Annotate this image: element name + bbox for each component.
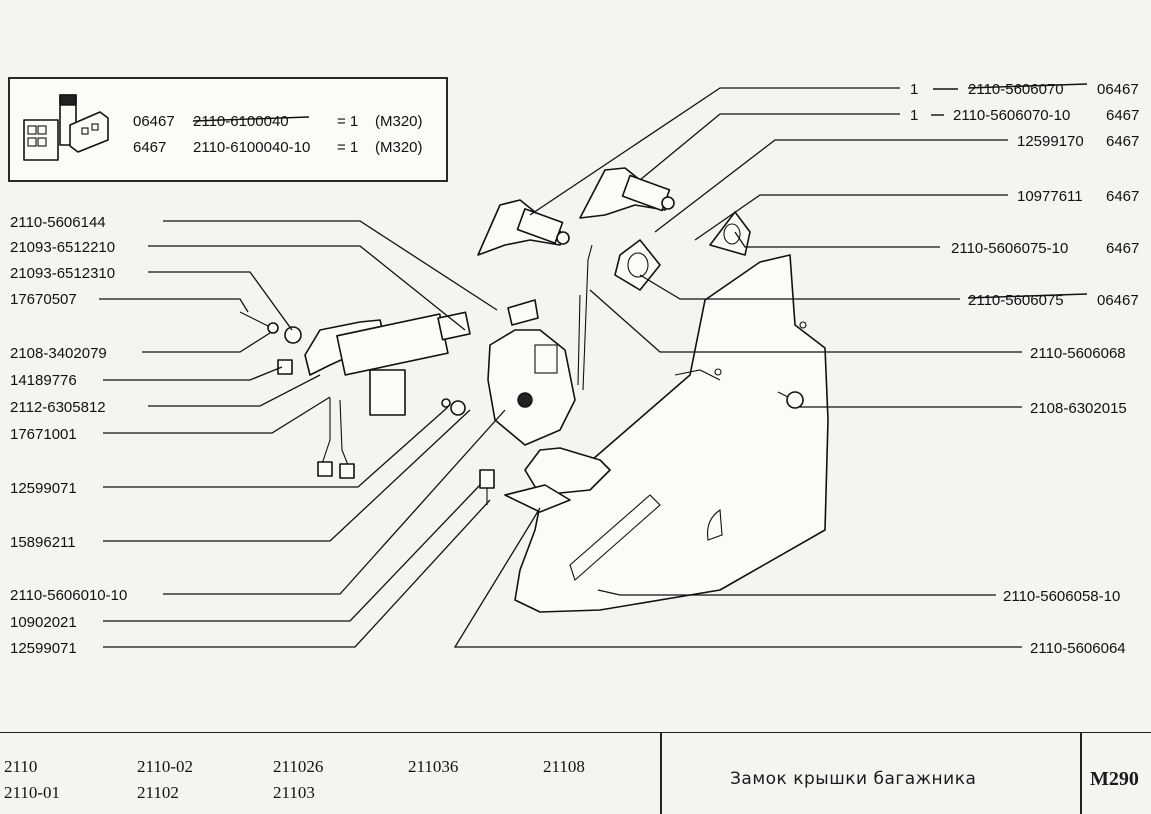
- right-label-1-code: 6467: [1106, 107, 1139, 124]
- sheet-code: M290: [1090, 768, 1139, 790]
- label-left-11: 10902021: [10, 614, 77, 631]
- kit-row1-part: 2110-6100040: [193, 113, 289, 130]
- right-label-9: 2110-5606064: [1030, 640, 1126, 657]
- model-2110: 2110: [4, 757, 38, 776]
- right-label-3: 10977611 6467: [1017, 188, 1139, 205]
- footer-divider-1: [660, 733, 662, 814]
- kit-row1-strike: [192, 116, 310, 122]
- label-left-9: 15896211: [10, 534, 76, 551]
- label-left-2: 21093-6512310: [10, 265, 115, 282]
- right-label-3-part: 10977611: [1017, 188, 1083, 205]
- model-21108: 21108: [543, 757, 585, 776]
- right-label-2-part: 12599170: [1017, 133, 1084, 150]
- footer-divider-2: [1080, 733, 1082, 814]
- right-label-1-qty: 1: [910, 107, 918, 124]
- right-label-0-code: 06467: [1097, 81, 1139, 98]
- label-left-3: 17670507: [10, 291, 77, 308]
- right-label-4: 2110-5606075-10 6467: [951, 240, 1139, 257]
- model-21103: 21103: [273, 783, 315, 802]
- rod: [577, 244, 593, 391]
- right-label-5: 2110-5606075 06467: [967, 292, 1139, 309]
- parts-diagram: 06467 2110-6100040 = 1 (M320) 6467 2110-…: [8, 77, 1139, 657]
- model-21102: 21102: [137, 783, 179, 802]
- kit-info-box: 06467 2110-6100040 = 1 (M320) 6467 2110-…: [8, 77, 448, 182]
- kit-icon: [23, 94, 109, 161]
- right-label-0-strike: [967, 83, 1088, 89]
- label-left-7: 17671001: [10, 426, 77, 443]
- label-left-10: 2110-5606010-10: [10, 587, 127, 604]
- right-label-7: 2108-6302015: [1030, 400, 1127, 417]
- label-left-6: 2112-6305812: [10, 399, 106, 416]
- right-label-6: 2110-5606068: [1030, 345, 1126, 362]
- right-label-0-qty: 1: [910, 81, 918, 98]
- kit-row1-qty: = 1: [337, 113, 358, 130]
- label-left-8: 12599071: [10, 480, 77, 497]
- right-label-5-part: 2110-5606075: [968, 292, 1064, 309]
- label-left-0: 2110-5606144: [10, 214, 106, 231]
- bolt-2108: [777, 391, 804, 409]
- kit-row2-code: 6467: [133, 139, 166, 156]
- right-label-3-code: 6467: [1106, 188, 1139, 205]
- label-left-5: 14189776: [10, 372, 77, 389]
- right-label-2-code: 6467: [1106, 133, 1139, 150]
- lock-cylinder-2: [579, 167, 675, 219]
- right-label-2: 12599170 6467: [1017, 133, 1139, 150]
- kit-row2-qty: = 1: [337, 139, 358, 156]
- actuator-assembly: [239, 311, 471, 479]
- lock-mechanism: [441, 299, 576, 446]
- model-2110-02: 2110-02: [137, 757, 194, 776]
- lock-cylinder-1: [477, 199, 570, 256]
- label-left-1: 21093-6512210: [10, 239, 115, 256]
- gaskets: [614, 211, 751, 291]
- right-leaders: [453, 87, 1022, 648]
- kit-row2-ref: (M320): [375, 139, 423, 156]
- title-block: 2110 2110-02 211026 211036 21108 2110-01…: [0, 732, 1151, 814]
- right-label-1: 1 2110-5606070-10 6467: [910, 107, 1139, 124]
- model-211026: 211026: [273, 757, 324, 776]
- kit-row1-code: 06467: [133, 113, 175, 130]
- right-label-0-part: 2110-5606070: [968, 81, 1064, 98]
- trunk-lid-trim: [514, 254, 829, 613]
- model-211036: 211036: [408, 757, 459, 776]
- model-2110-01: 2110-01: [4, 783, 61, 802]
- left-leaders: [99, 220, 506, 648]
- label-left-12: 12599071: [10, 640, 77, 657]
- right-label-5-strike: [967, 293, 1088, 299]
- kit-row1-ref: (M320): [375, 113, 423, 130]
- right-label-0: 1 2110-5606070 06467: [910, 81, 1139, 98]
- label-left-4: 2108-3402079: [10, 345, 107, 362]
- right-label-5-code: 06467: [1097, 292, 1139, 309]
- right-label-4-part: 2110-5606075-10: [951, 240, 1068, 257]
- right-label-4-code: 6467: [1106, 240, 1139, 257]
- right-label-1-part: 2110-5606070-10: [953, 107, 1070, 124]
- sheet-title: Замок крышки багажника: [730, 769, 977, 789]
- kit-row2-part: 2110-6100040-10: [193, 139, 310, 156]
- striker: [479, 447, 611, 513]
- right-label-8: 2110-5606058-10: [1003, 588, 1120, 605]
